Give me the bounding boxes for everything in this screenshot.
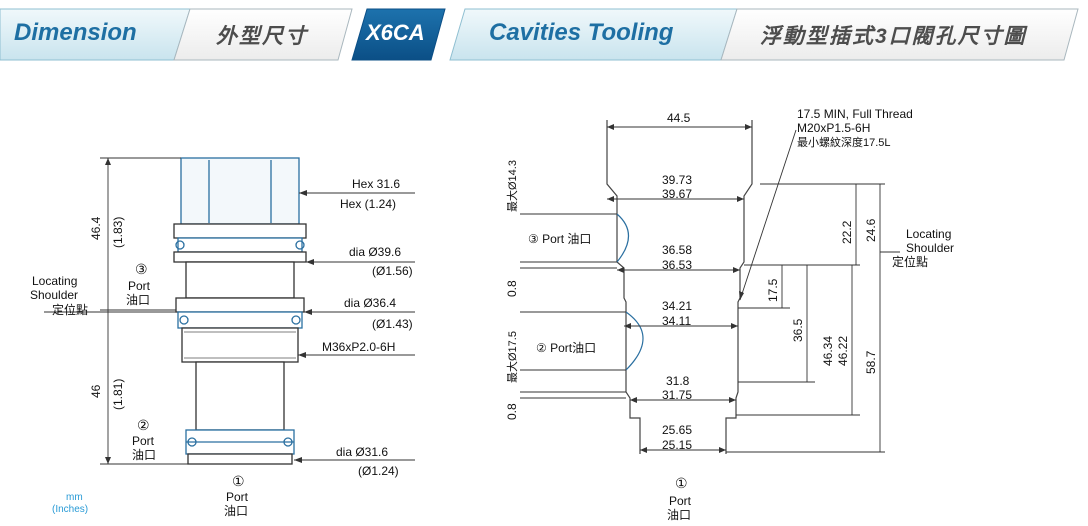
cavity-profile: [606, 120, 753, 454]
port2-zh: 油口: [132, 448, 156, 462]
dia2-in: (Ø1.43): [372, 317, 413, 331]
top-width: 44.5: [667, 111, 691, 125]
height-top-in: (1.83): [111, 217, 125, 248]
dia-31-75: 31.75: [662, 388, 692, 402]
dia-34-11: 34.11: [662, 314, 691, 328]
dia-36-53: 36.53: [662, 258, 692, 272]
shoulder-label-2: Shoulder: [30, 288, 78, 302]
tab-dimension-zh[interactable]: 外型尺寸: [216, 25, 308, 48]
dia3-in: (Ø1.24): [358, 464, 399, 478]
right-labels: 44.5 17.5 MIN, Full Thread M20xP1.5-6H 最…: [505, 107, 954, 522]
dia2-mm: dia Ø36.4: [344, 296, 396, 310]
dia-39-73: 39.73: [662, 173, 692, 187]
gap-bottom-0-8: 0.8: [505, 403, 519, 420]
shoulder-right-1: Locating: [906, 227, 951, 241]
dia3-mm: dia Ø31.6: [336, 445, 388, 459]
port1-en-right: Port: [669, 494, 692, 508]
hex-mm: Hex 31.6: [352, 177, 400, 191]
hex-in: Hex (1.24): [340, 197, 396, 211]
depth-24-6: 24.6: [864, 218, 878, 242]
port3-zh: 油口: [126, 293, 150, 307]
shoulder-label-1: Locating: [32, 274, 77, 288]
depth-36-5: 36.5: [791, 318, 805, 342]
right-dimension-lines: [520, 126, 900, 453]
depth-46-22: 46.22: [836, 336, 850, 366]
max-dia-17-5: 最大Ø17.5: [505, 331, 519, 383]
shoulder-right-zh: 定位點: [892, 254, 928, 269]
thread-note-2: M20xP1.5-6H: [797, 121, 870, 135]
left-dimension-lines: [44, 157, 415, 465]
dimension-diagram: 46.4 (1.83) 46 (1.81) Hex 31.6 Hex (1.24…: [30, 107, 954, 522]
arrowheads: [105, 124, 752, 464]
port2-en: Port: [132, 434, 155, 448]
thread-spec: M36xP2.0-6H: [322, 340, 395, 354]
thread-note-1: 17.5 MIN, Full Thread: [797, 107, 913, 121]
port1-en: Port: [226, 490, 249, 504]
tab-cavities-tooling[interactable]: Cavities Tooling: [489, 19, 674, 46]
port1-zh: 油口: [224, 504, 248, 518]
port1-number: ①: [232, 473, 245, 489]
units-inches: (Inches): [52, 504, 88, 515]
tab-dimension[interactable]: Dimension: [14, 19, 137, 46]
cartridge-drawing: [173, 157, 307, 465]
max-dia-14-3: 最大Ø14.3: [505, 160, 519, 212]
dia-36-58: 36.58: [662, 243, 692, 257]
depth-22-2: 22.2: [840, 220, 854, 244]
tab-bar: Dimension 外型尺寸 X6CA Cavities Tooling 浮動型…: [0, 0, 1088, 66]
tab-model[interactable]: X6CA: [366, 20, 425, 45]
left-labels: 46.4 (1.83) 46 (1.81) Hex 31.6 Hex (1.24…: [30, 177, 413, 518]
port1-zh-right: 油口: [667, 508, 691, 522]
shoulder-right-2: Shoulder: [906, 241, 954, 255]
shoulder-label-zh: 定位點: [52, 302, 88, 317]
depth-17-5: 17.5: [766, 278, 780, 302]
port3-en: Port: [128, 279, 151, 293]
thread-note-3: 最小螺紋深度17.5L: [797, 135, 891, 149]
tab-cavities-zh[interactable]: 浮動型插式3口閥孔尺寸圖: [760, 25, 1027, 48]
tab-bar-shapes: [0, 8, 1079, 61]
height-bottom-mm: 46: [89, 384, 103, 398]
height-bottom-in: (1.81): [111, 379, 125, 410]
dia-25-15: 25.15: [662, 438, 692, 452]
port3-number: ③: [135, 261, 148, 277]
dia-34-21: 34.21: [662, 299, 692, 313]
dia-31-8: 31.8: [666, 374, 690, 388]
port3-label: ③ Port 油口: [528, 232, 591, 246]
hex-body: [180, 157, 300, 225]
dia-39-67: 39.67: [662, 187, 692, 201]
dia1-in: (Ø1.56): [372, 264, 413, 278]
units-mm: mm: [66, 492, 83, 503]
port1-number-right: ①: [675, 475, 688, 491]
dia-25-65: 25.65: [662, 423, 692, 437]
depth-46-34: 46.34: [821, 336, 835, 366]
gap-top-0-8: 0.8: [505, 280, 519, 297]
depth-58-7: 58.7: [864, 350, 878, 374]
dia1-mm: dia Ø39.6: [349, 245, 401, 259]
port2-number: ②: [137, 417, 150, 433]
height-top-mm: 46.4: [89, 216, 103, 240]
port2-label: ② Port油口: [536, 341, 596, 355]
